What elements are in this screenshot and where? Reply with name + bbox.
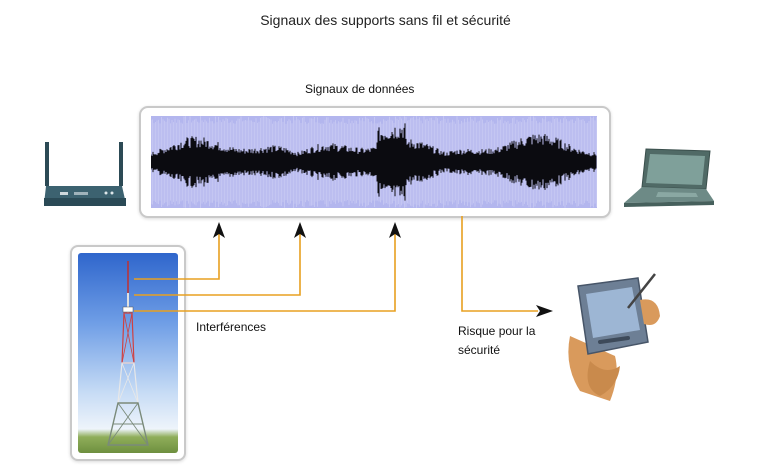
radio-tower-icon bbox=[107, 261, 149, 446]
interference-line-2 bbox=[134, 226, 301, 296]
arrow-up-2 bbox=[294, 222, 306, 238]
waveform-background bbox=[150, 116, 597, 208]
waveform-graphic bbox=[150, 116, 597, 208]
waveform-panel bbox=[139, 106, 611, 218]
interference-label: Interférences bbox=[196, 320, 267, 334]
interference-line-1 bbox=[134, 226, 220, 280]
page-title: Signaux des supports sans fil et sécurit… bbox=[260, 12, 511, 28]
pda-hand-icon bbox=[568, 273, 660, 401]
router-icon bbox=[44, 142, 126, 206]
arrow-up-1 bbox=[213, 222, 225, 238]
data-signals-label: Signaux de données bbox=[305, 82, 415, 96]
laptop-icon bbox=[624, 148, 714, 207]
radio-tower-sky bbox=[78, 253, 178, 453]
security-risk-line bbox=[461, 216, 538, 312]
security-risk-label: Risque pour la sécurité bbox=[458, 324, 536, 357]
arrow-right bbox=[536, 305, 553, 317]
arrow-up-3 bbox=[389, 222, 401, 238]
radio-tower-panel bbox=[70, 245, 186, 461]
interference-line-3 bbox=[134, 226, 396, 312]
